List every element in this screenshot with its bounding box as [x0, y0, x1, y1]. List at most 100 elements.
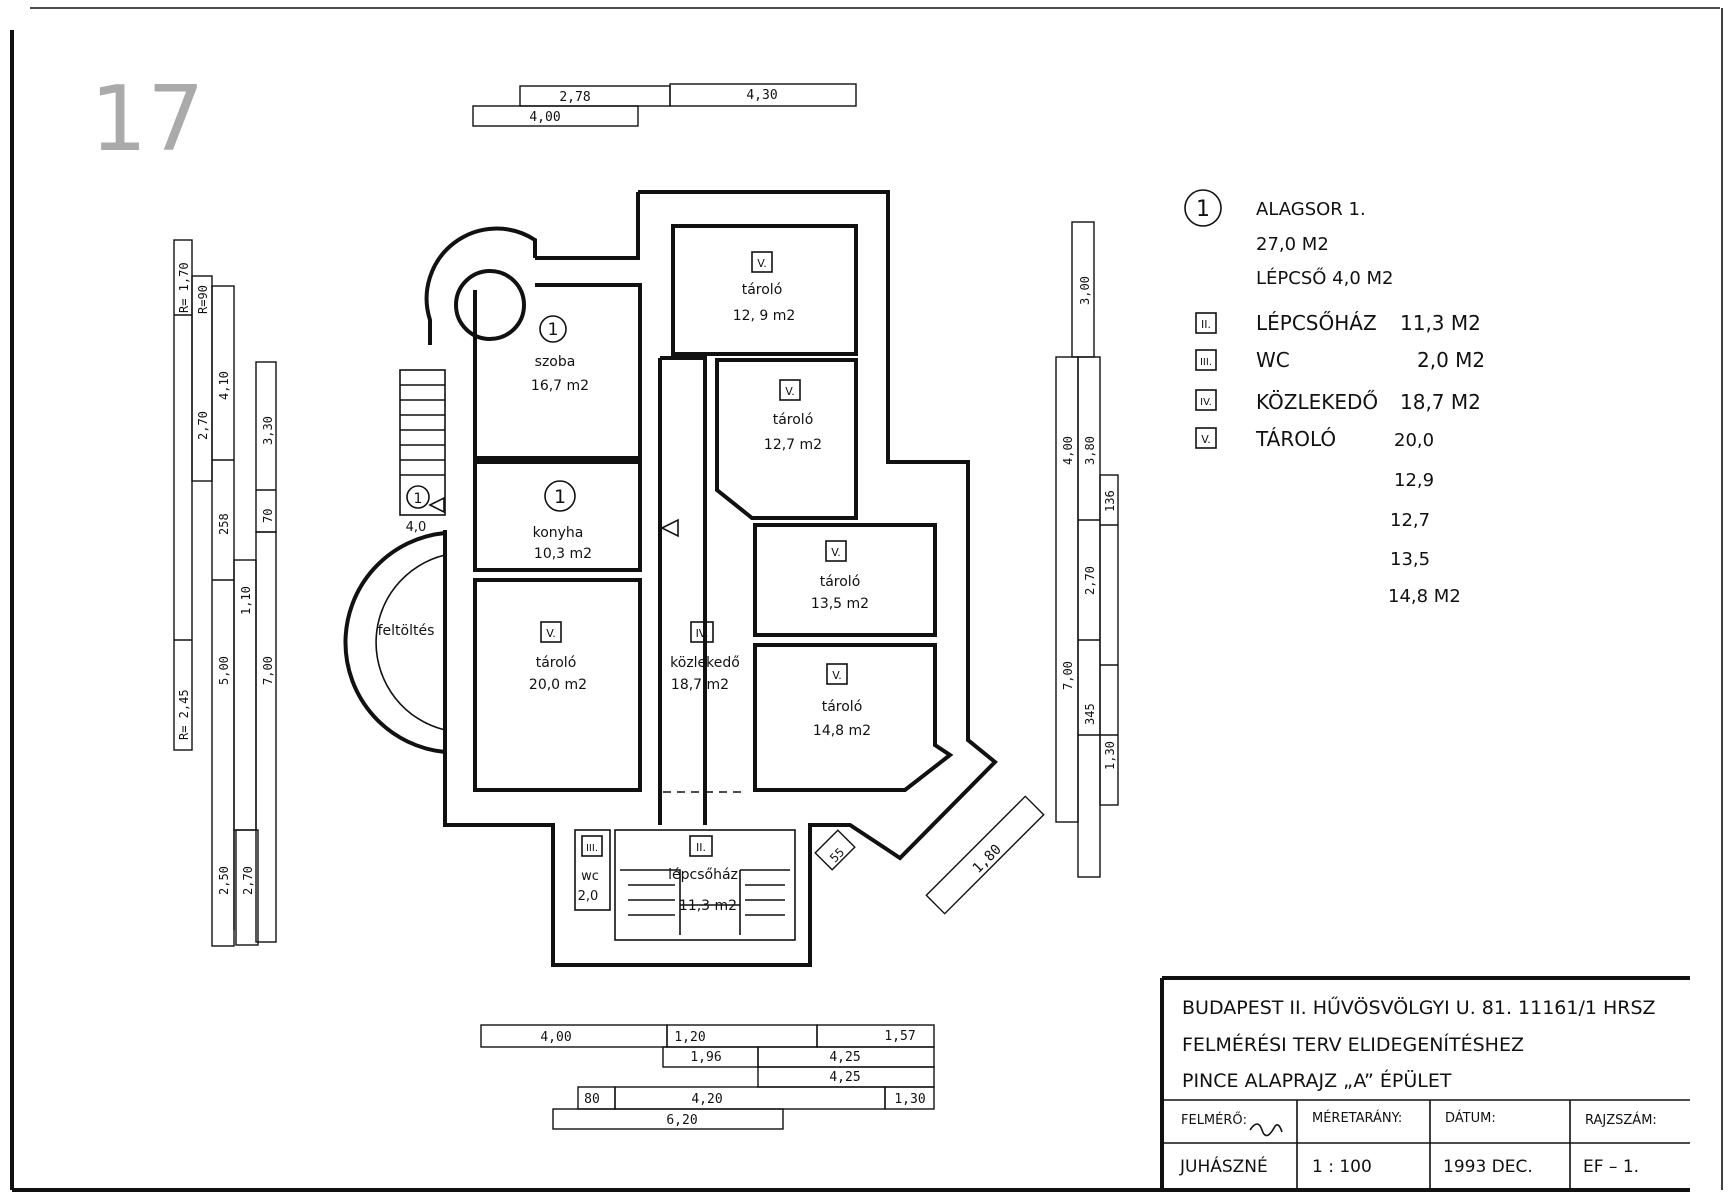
room-name: szoba [535, 354, 576, 370]
legend-row-marker: III. [1200, 357, 1212, 368]
dim-bottom: 4,20 [691, 1092, 722, 1107]
room-name: konyha [533, 525, 584, 541]
dim-left-r245: R= 2,45 [177, 689, 191, 740]
dim-left-700: 7,00 [261, 656, 275, 685]
legend-main-area: 27,0 M2 [1256, 234, 1329, 255]
room-tarolo-e: V. tároló 14,8 m2 [813, 663, 871, 739]
dim-left-330: 3,30 [261, 416, 275, 445]
room-kozlekedo: IV. közlekedő 18,7 m2 [670, 621, 740, 693]
room-area: 18,7 m2 [671, 677, 729, 693]
room-area: 2,0 [578, 889, 599, 904]
dim-left-110: 1,10 [239, 586, 253, 615]
room-name: közlekedő [670, 655, 740, 671]
room-area: 13,5 m2 [811, 596, 869, 612]
dim-right-130: 1,30 [1103, 741, 1117, 770]
dim-diag-180-box [925, 795, 1045, 915]
room-tarolo-b: V. tároló 12, 9 m2 [733, 251, 796, 324]
dim-right-700: 7,00 [1061, 661, 1075, 690]
dim-bottom: 1,57 [884, 1029, 915, 1044]
dim-right-300: 3,00 [1078, 276, 1092, 305]
legend-extra-value: 13,5 [1390, 549, 1430, 570]
dim-diag-55: 55 [827, 845, 847, 865]
room-area: 12,7 m2 [764, 437, 822, 453]
legend-row-marker: V. [1201, 433, 1211, 446]
room-marker: V. [785, 385, 795, 398]
room-marker: III. [586, 843, 598, 854]
room-name: tároló [820, 574, 861, 590]
room-marker: V. [546, 627, 556, 640]
legend-row-name: LÉPCSŐHÁZ [1256, 311, 1377, 335]
title-value-rajzszam: EF – 1. [1583, 1157, 1639, 1177]
legend-row-name: WC [1256, 348, 1290, 372]
room-wc: III. wc 2,0 [578, 835, 603, 904]
dim-left-250: 2,50 [217, 866, 231, 895]
room-tarolo-c: V. tároló 12,7 m2 [764, 379, 822, 453]
legend-row-marker: IV. [1200, 397, 1212, 408]
room-area: 11,3 m2 [679, 898, 737, 914]
dim-bottom: 4,00 [540, 1030, 571, 1045]
dim-bottom: 1,20 [674, 1030, 705, 1045]
legend-row-name: TÁROLÓ [1255, 427, 1336, 451]
room-name: feltöltés [378, 623, 435, 639]
title-header-rajzszam: RAJZSZÁM: [1585, 1112, 1657, 1128]
room-name: lépcsőház [668, 867, 738, 883]
title-value-felmero: JUHÁSZNÉ [1179, 1155, 1268, 1177]
wall-szoba [473, 283, 642, 460]
room-name: tároló [773, 412, 814, 428]
dim-right-345: 345 [1083, 703, 1097, 725]
exterior-stair [399, 369, 446, 516]
dim-top-1: 2,78 [559, 90, 590, 105]
signature-mark [1249, 1123, 1283, 1137]
room-stair-small: 1 4,0 [406, 485, 430, 535]
dim-left-70: 70 [261, 509, 275, 523]
wall-tarolo-e [753, 643, 954, 792]
room-feltoltes: feltöltés [378, 623, 435, 639]
dim-top-2: 4,30 [746, 88, 777, 103]
room-marker: 1 [548, 320, 559, 340]
dim-bottom: 4,25 [829, 1070, 860, 1085]
dim-left-500: 5,00 [217, 656, 231, 685]
legend-extra-value: 12,7 [1390, 510, 1430, 531]
room-lepcsohaz: II. lépcsőház 11,3 m2 [668, 835, 738, 914]
room-marker: V. [831, 546, 841, 559]
dim-bottom: 1,30 [894, 1092, 925, 1107]
title-value-datum: 1993 DEC. [1443, 1157, 1533, 1177]
title-line-3: PINCE ALAPRAJZ „A” ÉPÜLET [1182, 1069, 1452, 1092]
wall-konyha [473, 460, 642, 572]
dim-left-r90: R=90 [196, 285, 210, 314]
dim-left-r170: R= 1,70 [177, 262, 191, 313]
room-marker: 1 [554, 486, 566, 508]
room-tarolo-a: V. tároló 20,0 m2 [529, 621, 587, 693]
legend-extra-value: 12,9 [1394, 470, 1434, 491]
dim-top-3: 4,00 [529, 110, 560, 125]
wall-tarolo-b [671, 224, 858, 356]
wall-feltoltes [343, 530, 447, 755]
dim-bottom: 6,20 [666, 1113, 697, 1128]
title-header-meretarany: MÉRETARÁNY: [1312, 1110, 1402, 1126]
room-name: tároló [742, 282, 783, 298]
room-marker: IV. [696, 627, 709, 640]
dim-left-270: 2,70 [196, 411, 210, 440]
room-area: 10,3 m2 [534, 546, 592, 562]
room-tarolo-d: V. tároló 13,5 m2 [811, 540, 869, 612]
legend-row-value: 20,0 [1394, 430, 1434, 451]
right-dimensions: 3,00 4,00 3,80 136 2,70 7,00 345 1,30 [1055, 221, 1119, 878]
room-marker: II. [696, 841, 706, 854]
wall-corridor-left [660, 356, 707, 825]
room-area: 12, 9 m2 [733, 308, 796, 324]
legend: 1 ALAGSOR 1. 27,0 M2 LÉPCSŐ 4,0 M2 II. L… [1184, 189, 1485, 607]
room-name: tároló [536, 655, 577, 671]
title-value-meretarany: 1 : 100 [1312, 1157, 1372, 1177]
wall-wc [574, 829, 611, 911]
dim-bottom: 1,96 [690, 1050, 721, 1065]
room-name: tároló [822, 699, 863, 715]
title-block: BUDAPEST II. HŰVÖSVÖLGYI U. 81. 11161/1 … [1160, 976, 1690, 1190]
bottom-dimensions: 4,00 1,20 1,57 1,96 4,25 4,25 80 4,20 1,… [480, 1024, 935, 1130]
room-marker: V. [832, 669, 842, 682]
title-header-datum: DÁTUM: [1445, 1110, 1496, 1126]
legend-row-value: 2,0 M2 [1417, 348, 1485, 372]
wall-tarolo-a [473, 578, 642, 792]
sheet-number: 17 [90, 67, 205, 172]
legend-row-value: 11,3 M2 [1400, 311, 1481, 335]
